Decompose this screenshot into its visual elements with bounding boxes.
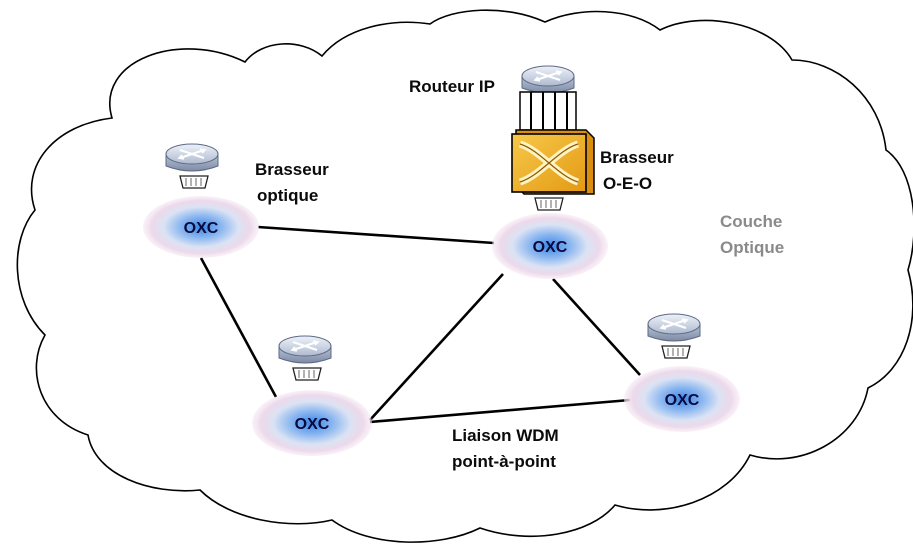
oxc-node-top-left: OXC: [143, 196, 259, 258]
brasseur-optique-label-line2: optique: [257, 186, 319, 205]
oxc-label: OXC: [665, 392, 700, 409]
oxc-label: OXC: [533, 239, 568, 256]
oxc-node-bottom-left: OXC: [252, 390, 372, 456]
couche-optique-label-line1: Couche: [720, 212, 783, 231]
liaison-wdm-label-line1: Liaison WDM: [452, 426, 559, 445]
brasseur-oeo-label-line1: Brasseur: [600, 148, 674, 167]
oxc-node-center: OXC: [492, 213, 608, 279]
link-center-bottomleft: [369, 273, 504, 421]
router-ports: [519, 91, 577, 131]
ip-router-icon: [520, 64, 576, 95]
liaison-wdm-label-line2: point-à-point: [452, 452, 556, 471]
link-topleft-center: [257, 225, 495, 245]
brasseur-oeo-label-line2: O-E-O: [603, 174, 653, 193]
oeo-switch-icon: [511, 129, 595, 195]
link-center-right: [552, 278, 641, 376]
oxc-node-right: OXC: [624, 366, 740, 432]
link-bottomleft-right: [369, 398, 631, 424]
brasseur-optique-label-line1: Brasseur: [255, 160, 329, 179]
link-topleft-bottomleft: [199, 257, 278, 398]
oxc-label: OXC: [184, 220, 219, 237]
couche-optique-label-line2: Optique: [720, 238, 785, 257]
oeo-connector: [534, 197, 564, 211]
wdm-links: [199, 225, 641, 424]
router-ip-label: Routeur IP: [409, 77, 495, 96]
oxc-label: OXC: [295, 416, 330, 433]
